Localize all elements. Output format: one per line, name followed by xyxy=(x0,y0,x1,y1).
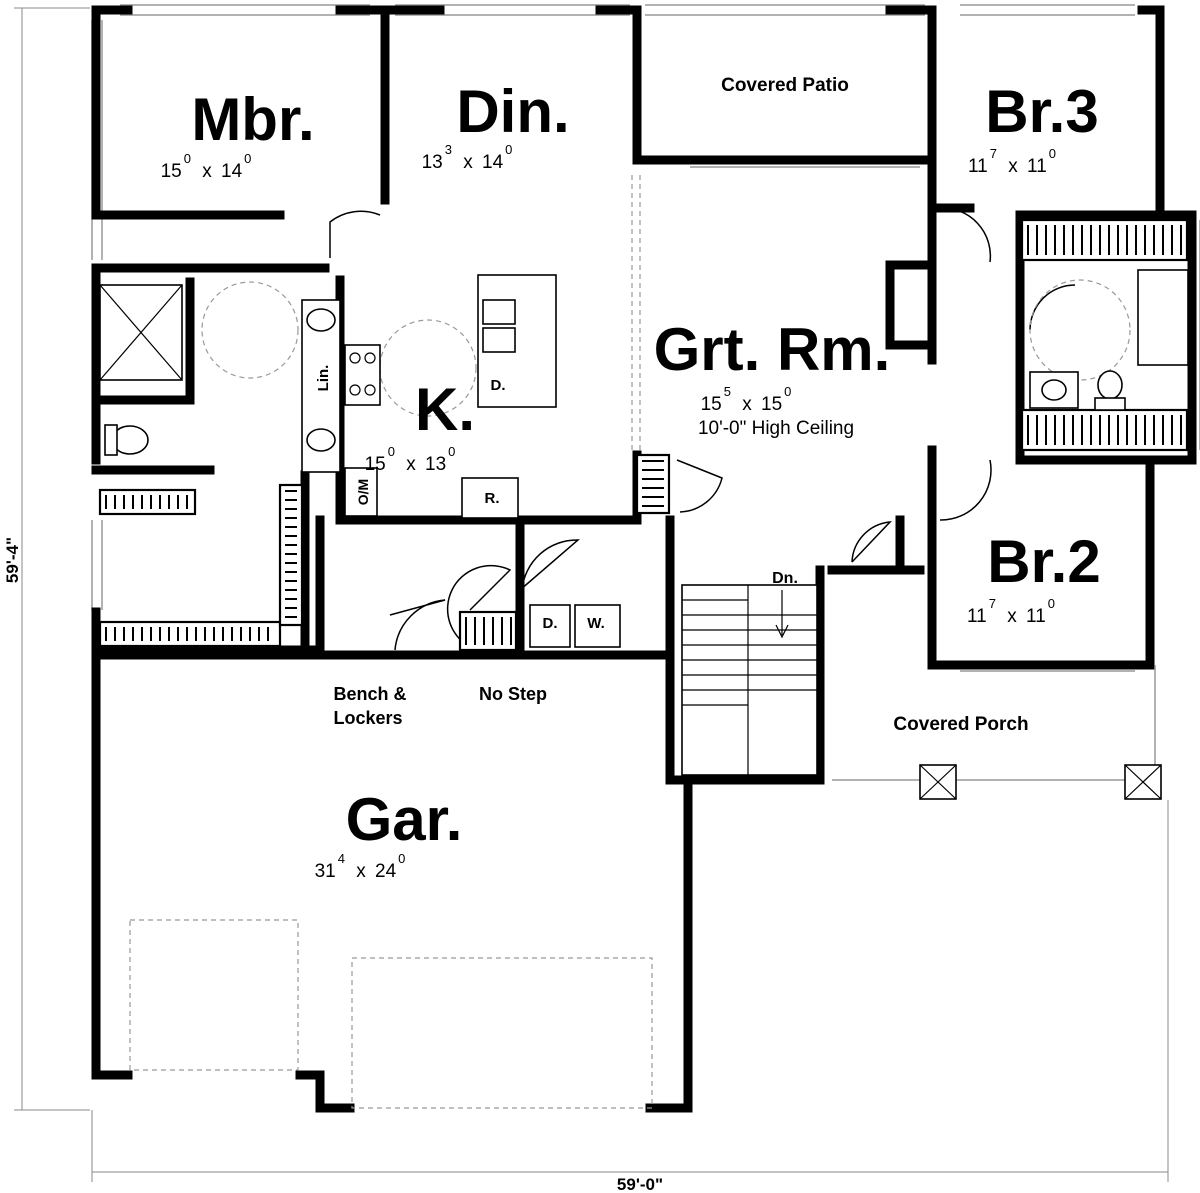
room-size: 133 x 140 xyxy=(422,142,513,173)
room-size: 150 x 140 xyxy=(161,151,252,182)
turning-circles xyxy=(201,279,1131,417)
dryer-label: D. xyxy=(543,615,558,632)
room-label-br3: Br.3 117 x 110 xyxy=(968,78,1099,177)
room-size: 117 x 110 xyxy=(968,146,1056,177)
closet-hatch xyxy=(105,627,269,641)
walls xyxy=(91,5,1197,1113)
width-dimension: 59'-0" xyxy=(617,1175,663,1193)
room-label-garage: Gar. 314 x 240 xyxy=(315,786,463,882)
room-label-covered-patio: Covered Patio xyxy=(721,75,849,96)
stair-down-label: Dn. xyxy=(772,570,798,587)
depth-dimension: 59'-4" xyxy=(3,537,22,583)
stairs xyxy=(681,584,818,776)
covered-porch-label: Covered Porch xyxy=(893,714,1028,735)
dishwasher-label: D. xyxy=(491,377,506,394)
closet-hatch xyxy=(1027,415,1182,445)
ceiling-note: 10'-0" High Ceiling xyxy=(698,418,854,439)
room-name: Br.3 xyxy=(985,78,1098,145)
closet-hatch xyxy=(105,495,188,509)
master-bath-fixtures xyxy=(99,284,341,473)
room-name: K. xyxy=(415,376,475,443)
room-name: Br.2 xyxy=(987,528,1100,595)
room-size: 314 x 240 xyxy=(315,851,406,882)
room-label-br2: Br.2 117 x 110 xyxy=(967,528,1101,627)
dimension-lines xyxy=(14,7,1169,1182)
closet-hatch xyxy=(465,617,512,645)
room-size: 117 x 110 xyxy=(967,596,1055,627)
room-size: 150 x 130 xyxy=(365,444,456,475)
no-step-label: No Step xyxy=(479,684,547,704)
hall-bath-fixtures xyxy=(1029,269,1189,411)
room-label-mbr: Mbr. 150 x 140 xyxy=(161,86,315,182)
room-label-kitchen: K. 150 x 130 xyxy=(365,376,475,475)
bench-label-2: Lockers xyxy=(333,708,402,728)
room-name: Mbr. xyxy=(191,86,314,153)
room-name: Gar. xyxy=(346,786,463,853)
oven-micro-label: O/M xyxy=(355,479,371,505)
svg-text:Covered Patio: Covered Patio xyxy=(721,75,849,96)
annotations: Covered Porch Bench & Lockers No Step Dn… xyxy=(3,365,1029,1193)
kitchen-fixtures xyxy=(344,274,621,648)
room-size: 155 x 150 xyxy=(701,384,792,415)
closets xyxy=(98,218,1189,652)
closet-hatch xyxy=(642,460,664,507)
room-name: Din. xyxy=(456,78,569,145)
washer-label: W. xyxy=(587,615,605,632)
closet-hatch xyxy=(285,490,297,618)
refrigerator-label: R. xyxy=(485,490,500,507)
closet-hatch xyxy=(1027,225,1182,255)
room-name: Grt. Rm. xyxy=(654,316,891,383)
bench-label-1: Bench & xyxy=(333,684,406,704)
room-label-great-room: Grt. Rm. 155 x 150 10'-0" High Ceiling xyxy=(654,316,891,439)
linen-label: Lin. xyxy=(315,365,332,392)
porch-and-garage-doors xyxy=(129,175,1162,1109)
room-label-din: Din. 133 x 140 xyxy=(422,78,570,173)
